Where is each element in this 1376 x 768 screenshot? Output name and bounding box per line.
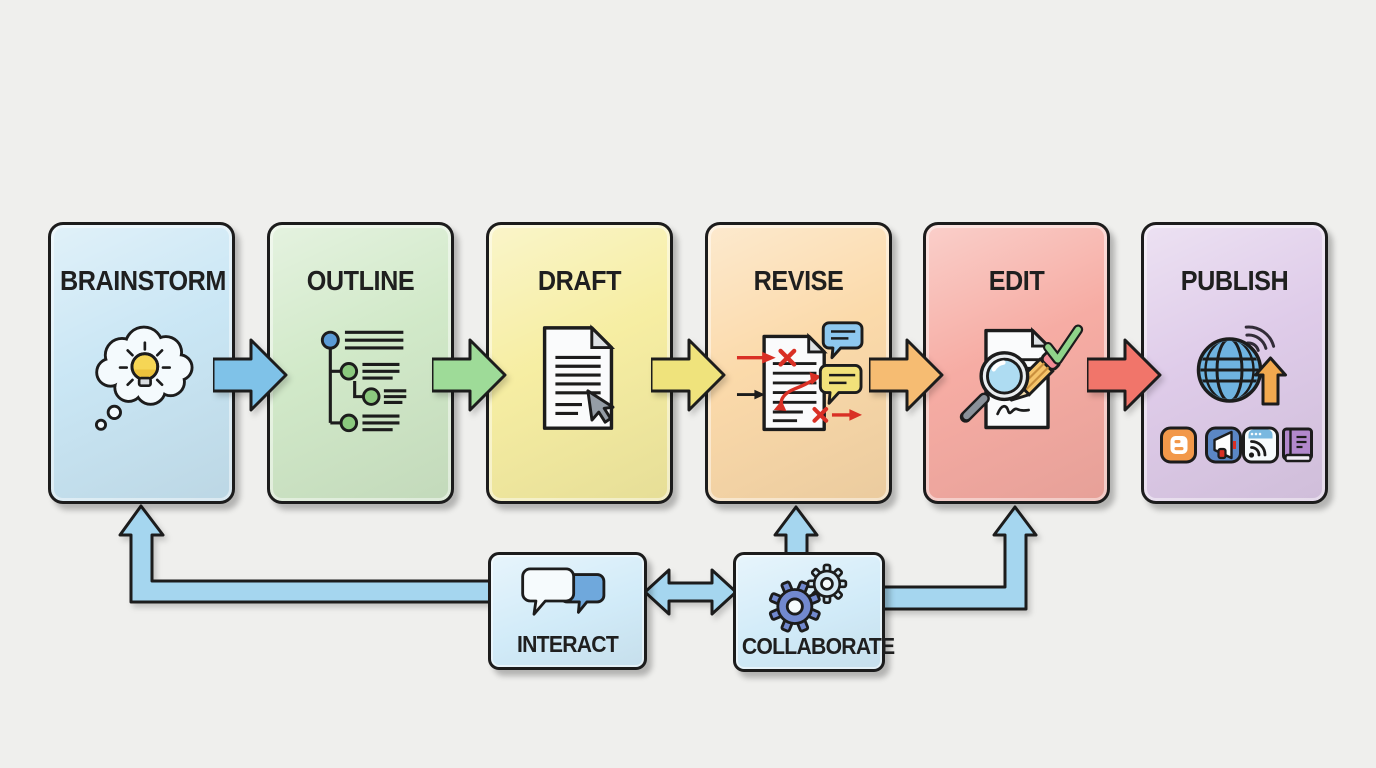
stage-outline: OUTLINE — [267, 222, 454, 504]
stage-label-edit: EDIT — [988, 265, 1045, 296]
stage-label-publish: PUBLISH — [1180, 265, 1289, 296]
signal-waves-icon — [1244, 325, 1275, 352]
support-node-collaborate: COLLABORATE — [733, 552, 895, 672]
arrow-draft-to-revise — [651, 338, 726, 412]
small-gear — [806, 563, 848, 605]
collaborate-to-revise-arrow — [773, 505, 819, 558]
arrow-brainstorm-to-outline — [213, 338, 288, 412]
magnifier-pencil-check-icon — [959, 324, 1083, 430]
support-label-collaborate: COLLABORATE — [741, 633, 895, 659]
interact-to-brainstorm-connector — [118, 504, 492, 604]
document-markup-comments-icon — [736, 321, 863, 432]
stage-revise: REVISE — [705, 222, 892, 504]
support-node-interact: INTERACT — [488, 552, 647, 670]
stage-brainstorm: BRAINSTORM — [48, 222, 235, 504]
stage-label-outline: OUTLINE — [306, 265, 415, 296]
document-with-cursor-icon — [542, 324, 615, 430]
stage-label-brainstorm: BRAINSTORM — [60, 265, 226, 296]
hierarchy-list-icon — [320, 330, 406, 433]
arrow-outline-to-draft — [432, 338, 507, 412]
chat-bubbles-icon — [520, 567, 605, 616]
upload-arrow-icon — [1253, 356, 1287, 406]
book-icon — [1281, 427, 1313, 463]
globe-upload-channels-icon — [1159, 325, 1313, 464]
rss-browser-icon — [1241, 426, 1279, 464]
arrow-edit-to-publish — [1087, 338, 1162, 412]
stage-edit: EDIT — [923, 222, 1110, 504]
gears-icon — [768, 563, 848, 633]
megaphone-icon — [1204, 426, 1242, 464]
interact-collaborate-double-arrow — [643, 568, 738, 616]
thought-cloud-lightbulb-icon — [94, 325, 194, 431]
arrow-revise-to-edit — [869, 338, 944, 412]
stage-label-revise: REVISE — [753, 265, 844, 296]
blogger-icon — [1159, 426, 1197, 464]
stage-draft: DRAFT — [486, 222, 673, 504]
stage-label-draft: DRAFT — [537, 265, 622, 296]
large-gear — [768, 580, 821, 633]
stage-publish: PUBLISH — [1141, 222, 1328, 504]
collaborate-to-edit-connector — [879, 505, 1038, 611]
support-label-interact: INTERACT — [516, 631, 619, 657]
